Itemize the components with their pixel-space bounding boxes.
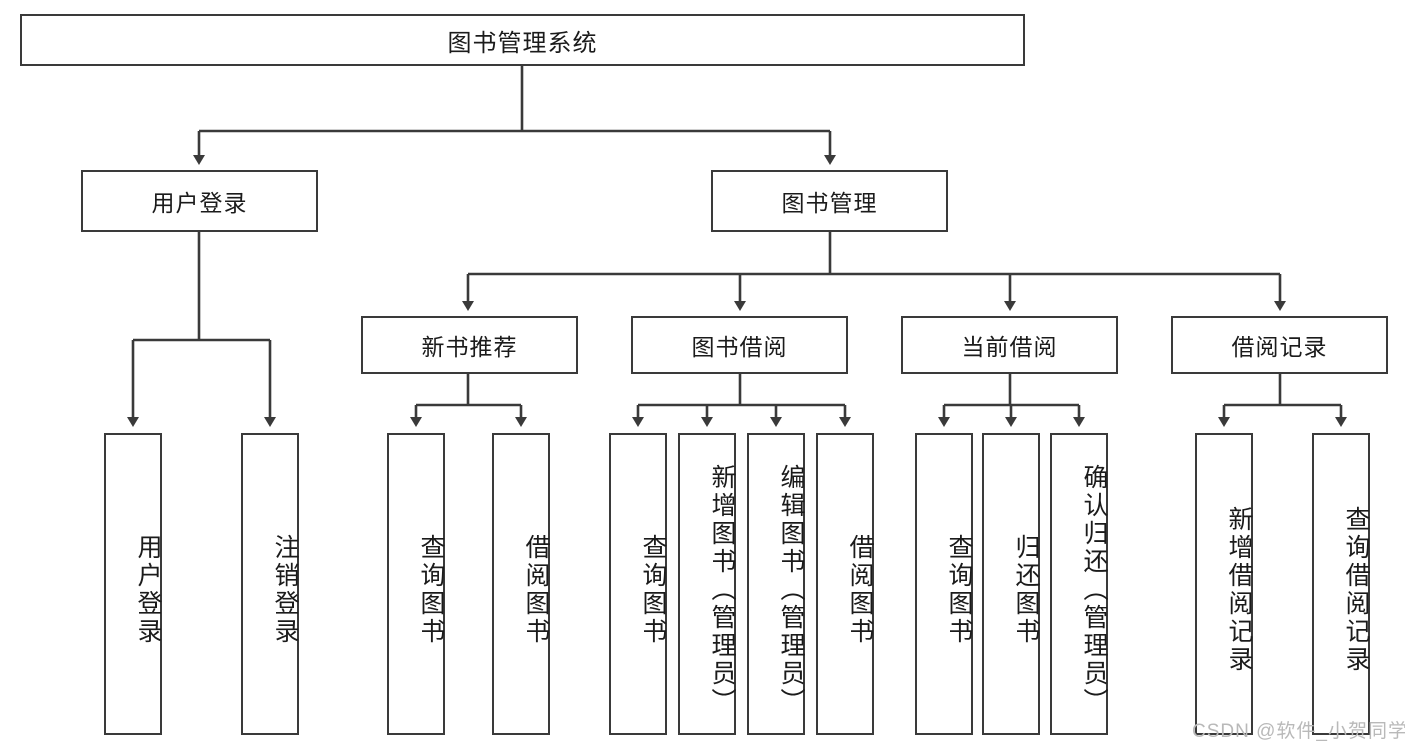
node-book-borrow[interactable]: 图书借阅 xyxy=(631,316,848,374)
node-root-system[interactable]: 图书管理系统 xyxy=(20,14,1025,66)
leaf-borrow-book[interactable]: 借阅图书 xyxy=(816,433,874,735)
leaf-edit-book-admin[interactable]: 编辑图书（管理员） xyxy=(747,433,805,735)
node-new-book-recommend[interactable]: 新书推荐 xyxy=(361,316,578,374)
leaf-query-borrow-record[interactable]: 查询借阅记录 xyxy=(1312,433,1370,735)
leaf-add-borrow-record[interactable]: 新增借阅记录 xyxy=(1195,433,1253,735)
node-current-borrow[interactable]: 当前借阅 xyxy=(901,316,1118,374)
leaf-borrow-books-recommend[interactable]: 借阅图书 xyxy=(492,433,550,735)
leaf-query-books-borrow[interactable]: 查询图书 xyxy=(609,433,667,735)
leaf-user-login[interactable]: 用户登录 xyxy=(104,433,162,735)
leaf-logout[interactable]: 注销登录 xyxy=(241,433,299,735)
node-book-management[interactable]: 图书管理 xyxy=(711,170,948,232)
csdn-watermark: CSDN @软件_小贺同学 xyxy=(1192,721,1405,742)
leaf-add-book-admin[interactable]: 新增图书（管理员） xyxy=(678,433,736,735)
leaf-query-books-recommend[interactable]: 查询图书 xyxy=(387,433,445,735)
leaf-confirm-return-admin[interactable]: 确认归还（管理员） xyxy=(1050,433,1108,735)
node-borrow-record[interactable]: 借阅记录 xyxy=(1171,316,1388,374)
leaf-return-book[interactable]: 归还图书 xyxy=(982,433,1040,735)
node-user-login[interactable]: 用户登录 xyxy=(81,170,318,232)
leaf-query-books-current[interactable]: 查询图书 xyxy=(915,433,973,735)
